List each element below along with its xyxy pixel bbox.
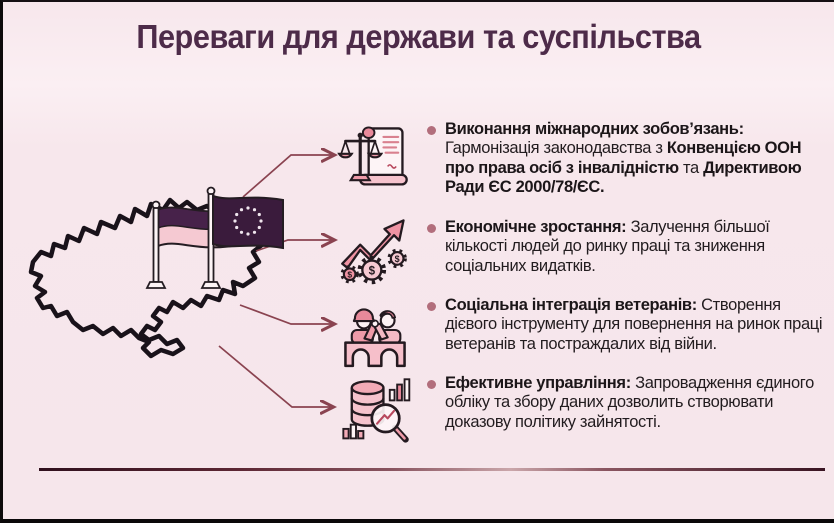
bullet-dot: [427, 126, 436, 135]
bullet-dot: [427, 224, 436, 233]
svg-text:$: $: [347, 269, 352, 279]
arrow-to-bullet-4: [218, 345, 332, 407]
bullet-item-international-obligations: Виконання міжнародних зобов’язань: Гармо…: [427, 120, 825, 197]
bullet-3-heading: Соціальна інтеграція ветеранів:: [445, 296, 697, 314]
arrow-to-bullet-2: [255, 240, 333, 252]
bullet-text: Економічне зростання: Залучення більшої …: [445, 218, 770, 275]
arrow-to-bullet-3: [239, 304, 333, 324]
bullet-4-heading: Ефективне управління:: [445, 374, 631, 392]
economic-growth-icon: $ $ $: [340, 219, 407, 285]
arrow-to-bullet-1: [242, 155, 333, 198]
bullet-2-heading: Економічне зростання:: [445, 218, 627, 236]
svg-text:$: $: [395, 254, 400, 264]
bullet-item-effective-management: Ефективне управління: Запровадження єдин…: [427, 374, 825, 432]
bullet-dot: [427, 380, 436, 389]
data-management-icon: [342, 378, 411, 443]
justice-scroll-icon: [337, 126, 408, 186]
bullet-item-veterans-integration: Соціальна інтеграція ветеранів: Створенн…: [427, 296, 825, 354]
footer-divider: [39, 468, 825, 471]
bullet-1-heading: Виконання міжнародних зобов’язань:: [445, 120, 744, 138]
svg-text:$: $: [369, 264, 376, 277]
bullet-text: Ефективне управління: Запровадження єдин…: [445, 374, 814, 431]
veterans-integration-icon: [344, 308, 406, 368]
ukraine-flagpole: [145, 200, 167, 289]
connector-arrows: [218, 120, 351, 430]
bullet-dot: [427, 302, 436, 311]
bullet-text: Соціальна інтеграція ветеранів: Створенн…: [445, 296, 823, 353]
ukraine-map-icon: [28, 197, 266, 359]
flags-group: [145, 186, 284, 289]
page-title: Переваги для держави та суспільства: [136, 18, 701, 55]
eu-flag-icon: [212, 194, 284, 250]
bullet-item-economic-growth: Економічне зростання: Залучення більшої …: [427, 218, 825, 276]
bullet-text: Виконання міжнародних зобов’язань: Гармо…: [445, 120, 802, 196]
